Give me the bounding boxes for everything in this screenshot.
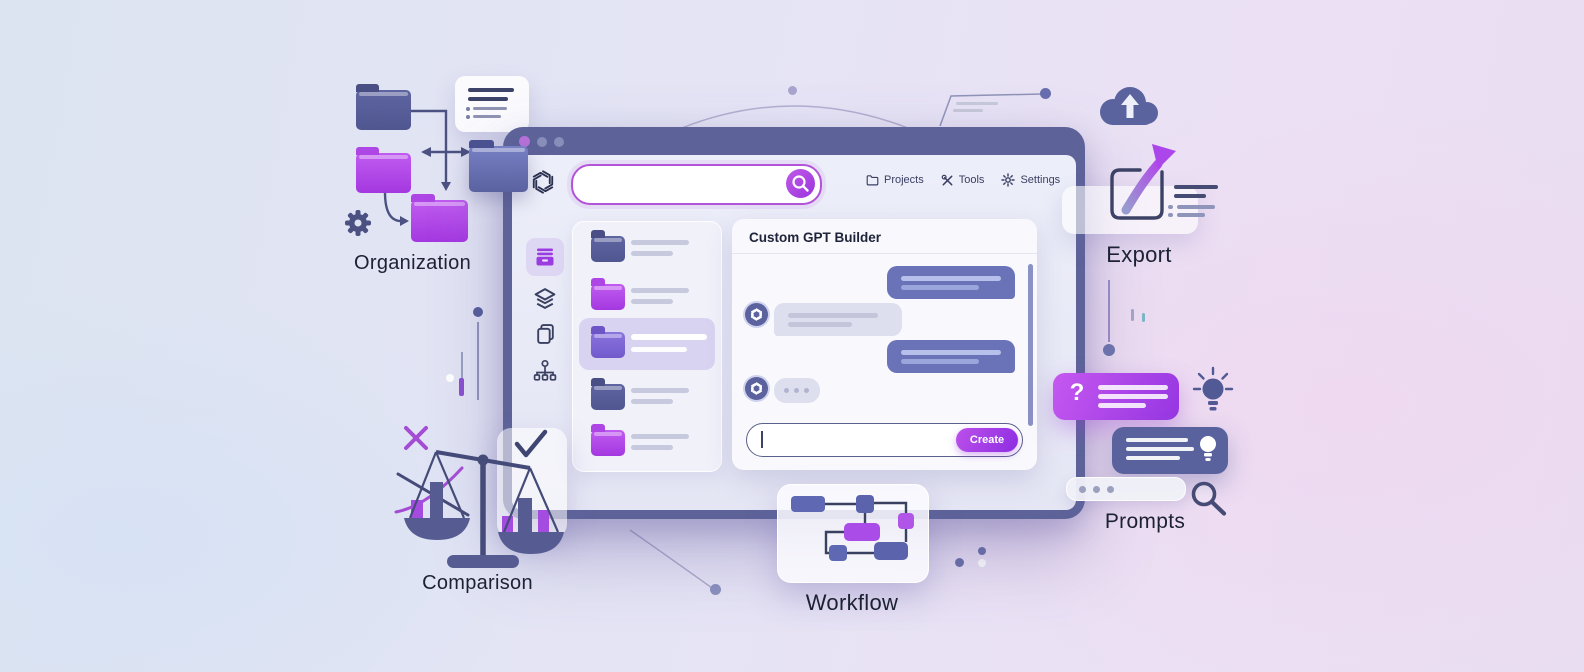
nav-settings[interactable]: Settings <box>1001 173 1060 187</box>
lightbulb-icon <box>1192 366 1234 411</box>
chat-message-user-1 <box>887 266 1015 299</box>
window-content: Projects Tools <box>512 155 1076 510</box>
organization-folder-slate <box>356 84 411 130</box>
decor-dot <box>1040 88 1051 99</box>
comparison-label: Comparison <box>422 572 533 594</box>
archive-icon <box>536 248 554 266</box>
nav-settings-label: Settings <box>1020 174 1061 186</box>
organization-folder-purple-2 <box>411 194 468 242</box>
decor-line <box>953 109 983 112</box>
layers-icon <box>534 288 556 309</box>
sidebar-item-archive[interactable] <box>526 238 564 276</box>
prompts-answer-bubble <box>1112 427 1228 474</box>
magnifier-icon <box>1191 481 1227 516</box>
decor-dot <box>788 86 797 95</box>
folder-icon <box>866 175 879 186</box>
chat-message-user-2 <box>887 340 1015 373</box>
window-dot-1[interactable] <box>519 136 530 147</box>
decor-tick <box>1131 309 1134 321</box>
hierarchy-icon <box>533 359 557 381</box>
decor-dot <box>710 584 721 595</box>
browser-window: Projects Tools <box>503 127 1085 519</box>
export-label: Export <box>1106 242 1172 267</box>
typing-indicator <box>774 378 820 403</box>
decor-lines <box>939 93 1043 127</box>
lightbulb-icon-white <box>1200 436 1216 461</box>
decor-dot <box>446 374 454 382</box>
organization-label: Organization <box>354 252 471 274</box>
sidebar-item-documents[interactable] <box>534 322 557 351</box>
decor-dot <box>978 547 986 555</box>
export-text-line <box>1174 185 1218 189</box>
openai-avatar-icon <box>751 382 762 395</box>
question-mark-glyph: ? <box>1069 379 1085 406</box>
organization-notes-card <box>455 76 529 132</box>
sidebar-item-layers[interactable] <box>532 286 558 316</box>
gpt-builder-panel: Custom GPT Builder <box>732 219 1037 470</box>
decor-dot <box>473 307 483 317</box>
comparison-scale <box>394 426 564 568</box>
export-share-icon <box>1110 144 1176 220</box>
openai-logo-icon <box>532 170 554 194</box>
decor-tick <box>1142 313 1145 322</box>
builder-input[interactable]: Create <box>746 423 1023 457</box>
decor-line <box>956 102 998 105</box>
search-icon <box>792 175 809 192</box>
decor-line <box>461 352 463 378</box>
nav-projects-label: Projects <box>884 174 924 186</box>
nav-tools-label: Tools <box>958 174 985 186</box>
create-button[interactable]: Create <box>956 427 1018 452</box>
decor-line <box>1108 280 1110 342</box>
decor-line <box>477 322 479 400</box>
export-text-line <box>1177 213 1205 217</box>
divider <box>732 253 1037 254</box>
chat-message-assistant-1 <box>774 303 902 336</box>
search-button[interactable] <box>786 169 815 198</box>
search-input[interactable] <box>571 164 822 205</box>
assistant-avatar <box>745 303 768 326</box>
decor-curve <box>629 529 713 589</box>
prompts-ellipsis-pill <box>1066 477 1186 501</box>
tools-icon <box>941 174 953 185</box>
decor-dot <box>1103 344 1115 356</box>
folder-list-panel <box>572 221 722 472</box>
window-dot-3[interactable] <box>554 137 564 147</box>
openai-avatar-icon <box>751 308 762 321</box>
builder-title: Custom GPT Builder <box>749 230 882 245</box>
gear-icon <box>1001 173 1016 187</box>
workflow-label: Workflow <box>805 590 899 615</box>
export-text-dash <box>1168 213 1173 217</box>
export-text-dash <box>1168 205 1173 209</box>
decor-arc <box>676 105 914 131</box>
assistant-avatar-2 <box>745 377 768 400</box>
workflow-diagram <box>791 495 914 561</box>
organization-folder-blue <box>469 140 528 192</box>
nav-tools[interactable]: Tools <box>941 173 985 187</box>
copy-icon <box>537 324 554 344</box>
workflow-card <box>777 484 929 583</box>
scrollbar[interactable] <box>1028 264 1033 426</box>
export-text-line <box>1174 194 1206 198</box>
sidebar-item-hierarchy[interactable] <box>532 358 558 390</box>
prompts-question-bubble: ? <box>1053 373 1179 420</box>
decor-dot <box>978 559 986 567</box>
organization-arrows <box>383 109 471 226</box>
organization-folder-purple <box>356 147 411 193</box>
window-dot-2[interactable] <box>537 137 547 147</box>
cloud-upload-icon <box>1100 87 1158 125</box>
nav-projects[interactable]: Projects <box>866 173 924 187</box>
top-nav: Projects Tools <box>866 173 1060 187</box>
text-caret <box>761 431 763 448</box>
decor-line <box>459 378 464 396</box>
export-text-line <box>1177 205 1215 209</box>
decor-dot <box>955 558 964 567</box>
gear-icon <box>345 210 371 236</box>
prompts-label: Prompts <box>1104 510 1186 533</box>
